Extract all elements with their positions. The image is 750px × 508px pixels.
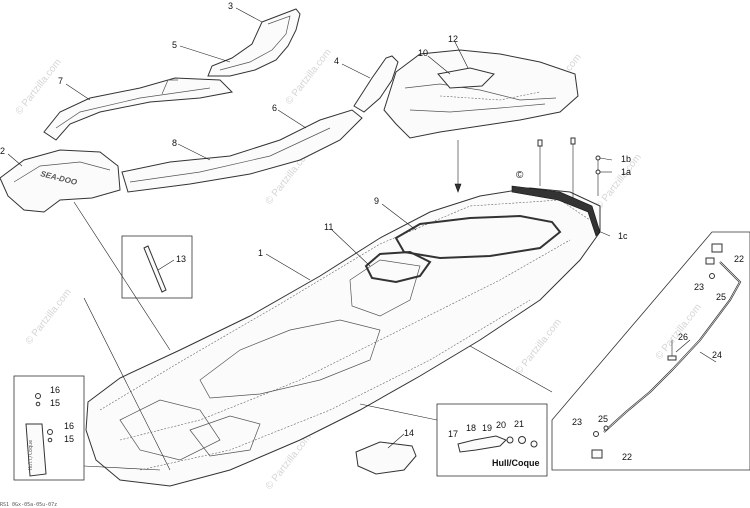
callout-7: 7: [58, 76, 63, 86]
hose-clamp-top: [711, 243, 723, 253]
upper-deck-detail-2: [409, 103, 546, 113]
watermark: © Partzilla.com: [14, 57, 64, 117]
seat-rear-cover: [121, 109, 363, 193]
callout-21: 21: [514, 419, 524, 429]
seat-cover-front-fold: [161, 79, 178, 95]
callout-4: 4: [334, 56, 339, 66]
callout-22b: 22: [622, 452, 632, 462]
strap-part: [143, 245, 167, 293]
callout-14: 14: [404, 428, 414, 438]
callout-20: 20: [496, 420, 506, 430]
upper-deck-detail: [404, 83, 557, 101]
hose-inner: [603, 261, 741, 433]
leader-lines: [7, 7, 717, 471]
seat-rear-cover-seam: [129, 127, 331, 183]
callout-11: 11: [324, 222, 333, 232]
drawing-code: RS1 0Gx-05a-05u-07z: [0, 502, 57, 508]
callout-1a: 1a: [621, 167, 631, 177]
hull-footwell-2: [189, 415, 261, 457]
seat-base-inner: [13, 161, 111, 183]
seat-cover-front-seam: [55, 87, 211, 129]
hull-storage: [349, 259, 421, 317]
callout-25b: 25: [598, 414, 608, 424]
hose-clamp-bottom: [591, 449, 603, 459]
watermark: © Partzilla.com: [594, 152, 644, 212]
callout-8: 8: [172, 138, 177, 148]
callout-16a: 16: [50, 385, 60, 395]
inset-box-15-16: [13, 375, 85, 481]
deck-inner-dash: [439, 91, 541, 101]
storage-bin-gasket: [364, 250, 432, 284]
callout-3: 3: [228, 1, 233, 11]
hull-outline-dash-2: [119, 239, 571, 441]
upper-deck: [383, 49, 579, 139]
callout-15b: 15: [64, 434, 74, 444]
seat-side-cover: [353, 55, 399, 113]
callout-24: 24: [712, 350, 722, 360]
callout-2: 2: [0, 146, 5, 156]
seat-cover-front: [43, 77, 234, 141]
hull-outline-dash-3: [139, 299, 531, 471]
inset-box-17-21: [436, 403, 548, 477]
plate-text: Hull/Coque: [28, 440, 34, 470]
callout-25a: 25: [716, 292, 726, 302]
watermark: © Partzilla.com: [514, 317, 564, 377]
bumper-trim: [511, 185, 601, 237]
callout-5: 5: [172, 40, 177, 50]
inset-box-13: [121, 235, 193, 299]
hull-outline-dash: [99, 199, 591, 411]
callout-1: 1: [258, 248, 263, 258]
callout-9: 9: [374, 196, 379, 206]
bolts: [537, 137, 601, 206]
watermark: © Partzilla.com: [284, 47, 334, 107]
decal-plate: [25, 423, 47, 477]
hull-cockpit: [199, 319, 381, 399]
hull-footwell: [119, 399, 221, 461]
callout-12: 12: [448, 34, 458, 44]
callout-10: 10: [418, 48, 428, 58]
side-panel-part: [355, 441, 417, 475]
deck-gasket: [437, 67, 495, 89]
callout-15a: 15: [50, 398, 60, 408]
hull-coque-label: Hull/Coque: [492, 458, 540, 468]
callout-1c: 1c: [618, 231, 628, 241]
drain-fitting: [457, 435, 507, 453]
callout-13: 13: [176, 254, 186, 264]
seat-base: [0, 149, 121, 213]
callout-17: 17: [448, 429, 458, 439]
callout-18: 18: [466, 423, 476, 433]
hose-clamp-mid: [705, 257, 715, 265]
callout-6: 6: [272, 103, 277, 113]
callout-26: 26: [678, 332, 688, 342]
storage-gasket: [394, 214, 562, 260]
inset-box-22-26: [551, 231, 750, 471]
watermark: © Partzilla.com: [24, 287, 74, 347]
callout-23a: 23: [694, 282, 704, 292]
callout-22a: 22: [734, 254, 744, 264]
copyright-mark: ©: [516, 170, 524, 181]
callout-19: 19: [482, 423, 492, 433]
seat-top-cover: [207, 8, 301, 77]
callout-1b: 1b: [621, 154, 631, 164]
callout-labels: 1 1a 1b 1c 2 3 4 5 6 7 8 9 10 11 12 13 1…: [0, 1, 744, 468]
callout-16b: 16: [64, 421, 74, 431]
seat-top-cover-seam: [219, 15, 291, 71]
hull: [85, 187, 601, 487]
callout-23b: 23: [572, 417, 582, 427]
